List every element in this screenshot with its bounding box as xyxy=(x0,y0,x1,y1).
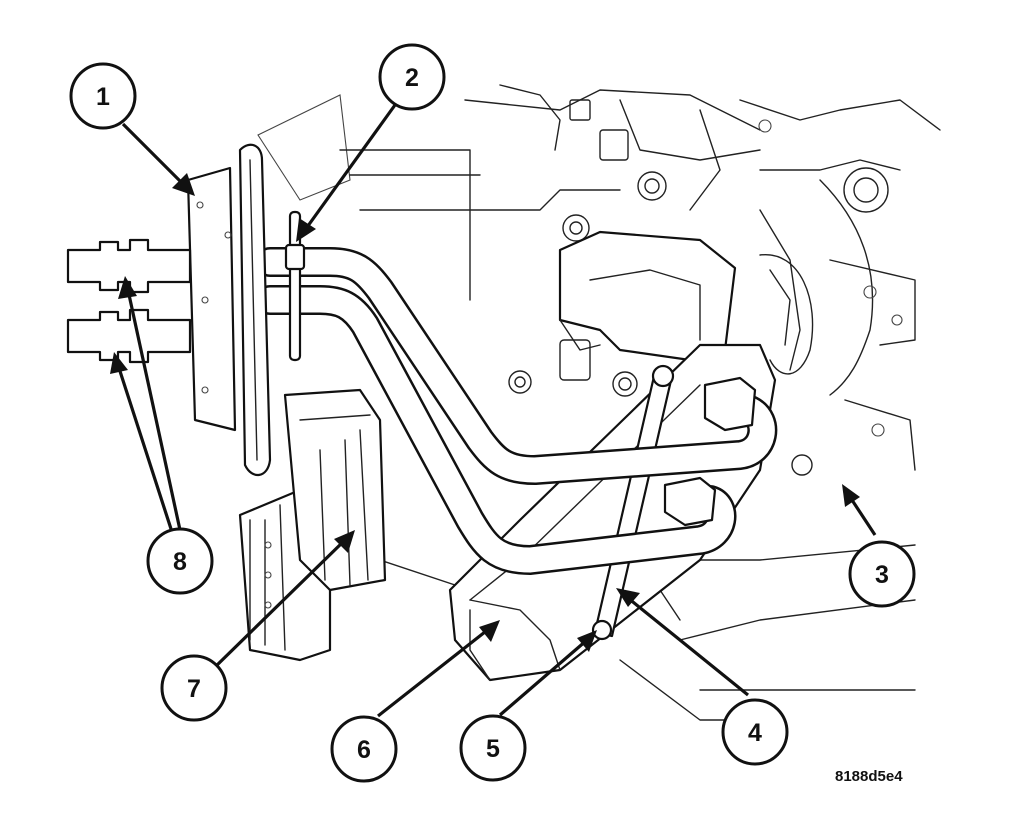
heater-core-tubes xyxy=(255,247,778,575)
callout-8: 8 xyxy=(146,527,214,595)
background-structure xyxy=(238,84,941,721)
callout-4: 4 xyxy=(721,698,789,766)
leader-lines xyxy=(110,104,877,718)
heater-hose-nipples xyxy=(66,238,192,364)
callout-4-number: 4 xyxy=(748,719,762,747)
callout-1-number: 1 xyxy=(96,83,110,111)
callout-2-number: 2 xyxy=(405,64,419,92)
figure-id: 8188d5e4 xyxy=(835,768,903,785)
callout-5: 5 xyxy=(459,714,527,782)
tube-clamp xyxy=(284,210,306,362)
callout-7: 7 xyxy=(160,654,228,722)
callout-6-number: 6 xyxy=(357,736,371,764)
callout-1: 1 xyxy=(69,62,137,130)
callout-7-number: 7 xyxy=(187,675,201,703)
callout-3: 3 xyxy=(848,540,916,608)
callout-5-number: 5 xyxy=(486,735,500,763)
callout-2: 2 xyxy=(378,43,446,111)
seal-plate xyxy=(186,143,272,476)
callout-8-number: 8 xyxy=(173,548,187,576)
callout-6: 6 xyxy=(330,715,398,783)
callout-3-number: 3 xyxy=(875,561,889,589)
